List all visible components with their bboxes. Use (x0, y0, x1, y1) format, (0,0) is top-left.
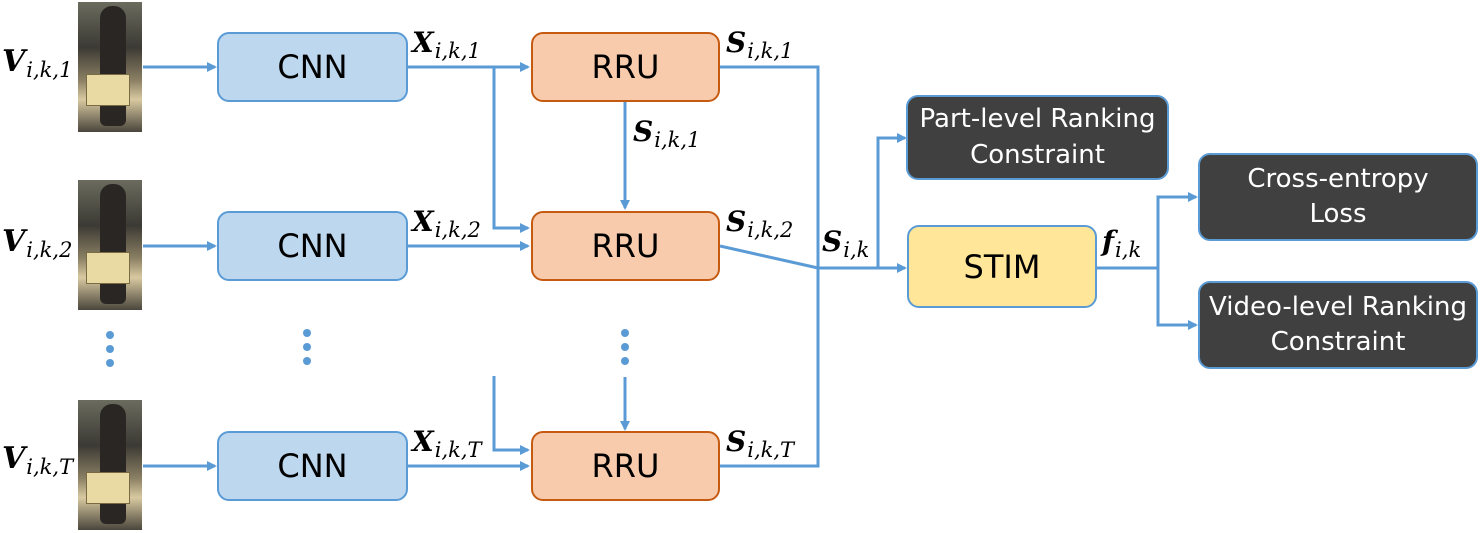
feature-label-1: Xi,k,1 (412, 26, 481, 63)
video-level-line2: Constraint (1270, 327, 1406, 357)
feature-label-T: Xi,k,T (412, 425, 482, 462)
feature-label-2: Xi,k,2 (412, 205, 481, 242)
cnn-block-1: CNN (217, 32, 408, 102)
cnn-block-T: CNN (217, 431, 408, 501)
person-figure (100, 184, 126, 304)
part-level-line1: Part-level Ranking (919, 104, 1156, 135)
line-s1-merge (720, 65, 820, 268)
part-level-line2: Constraint (970, 139, 1105, 170)
part-level-ranking-constraint: Part-level Ranking Constraint (906, 95, 1169, 180)
arrow-to-videolevel (1156, 268, 1198, 330)
video-level-line1: Video-level Ranking (1209, 291, 1467, 322)
line-sT-merge (720, 268, 820, 468)
stim-block: STIM (907, 225, 1097, 308)
cnn-block-2: CNN (217, 211, 408, 281)
sign-shape (86, 472, 130, 504)
person-figure (100, 404, 126, 524)
ellipsis-dot (621, 357, 629, 365)
input-label-T: Vi,k,T (2, 441, 74, 479)
ellipsis-dot (303, 357, 311, 365)
rru-label: RRU (591, 447, 660, 485)
cross-entropy-line2: Loss (1309, 199, 1367, 229)
ellipsis-dot (621, 329, 629, 337)
arrow-x-prev-rruT (492, 376, 530, 455)
person-figure (100, 6, 126, 126)
state-label-2: Si,k,2 (726, 205, 794, 242)
ellipsis-dot (303, 343, 311, 351)
input-label-2: Vi,k,2 (2, 224, 73, 262)
input-label-1: Vi,k,1 (2, 44, 73, 82)
state-label-1: Si,k,1 (726, 26, 794, 63)
cross-entropy-loss: Cross-entropy Loss (1198, 153, 1478, 241)
frame-thumbnail-2 (78, 180, 142, 310)
video-level-ranking-constraint: Video-level Ranking Constraint (1198, 281, 1478, 369)
ellipsis-dot (106, 359, 114, 367)
ellipsis-dot (621, 343, 629, 351)
rru-block-T: RRU (531, 431, 720, 501)
sign-shape (86, 252, 130, 284)
ellipsis-dot (106, 331, 114, 339)
rru-block-1: RRU (531, 32, 720, 102)
cross-entropy-line1: Cross-entropy (1247, 163, 1429, 194)
frame-thumbnail-1 (78, 2, 142, 132)
arrow-to-crossentropy (1156, 192, 1198, 268)
aggregate-state-label: Si,k (822, 225, 870, 262)
frame-thumbnail-T (78, 400, 142, 530)
output-feature-label: fi,k (1102, 225, 1142, 262)
rru-label: RRU (591, 227, 660, 265)
arrow-merge-partlevel (876, 133, 907, 268)
rru-block-2: RRU (531, 211, 720, 281)
sign-shape (86, 74, 130, 106)
cnn-label: CNN (277, 48, 348, 86)
ellipsis-dot (303, 329, 311, 337)
cnn-label: CNN (277, 227, 348, 265)
state-label-T: Si,k,T (726, 425, 795, 462)
line-s2-merge (719, 244, 819, 270)
recurrent-state-label: Si,k,1 (633, 115, 701, 152)
ellipsis-dot (106, 345, 114, 353)
stim-label: STIM (963, 247, 1041, 286)
arrow-x1-rru2 (492, 67, 530, 233)
rru-label: RRU (591, 48, 660, 86)
cnn-label: CNN (277, 447, 348, 485)
